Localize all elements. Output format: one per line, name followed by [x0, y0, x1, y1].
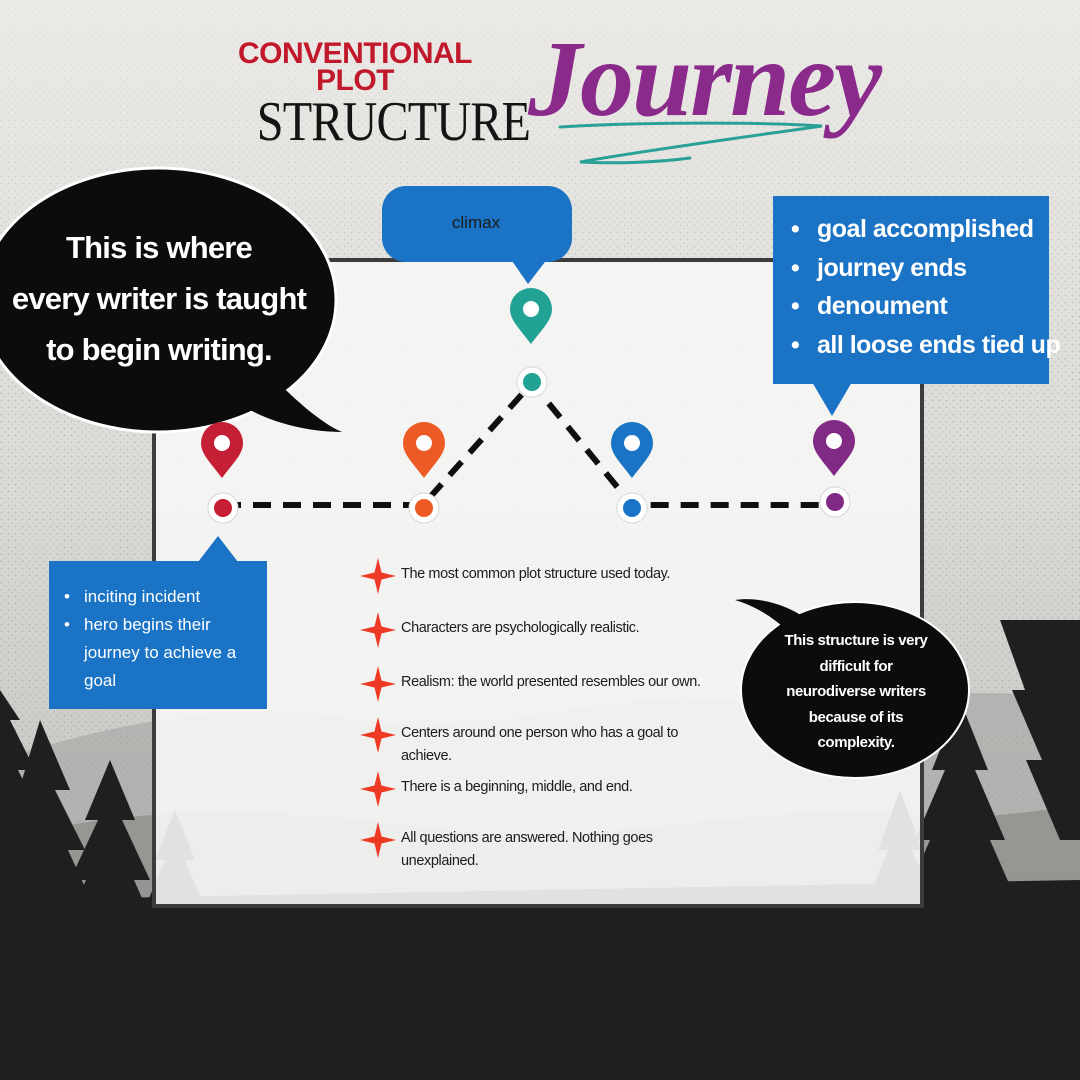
route-dot-4 — [616, 492, 648, 524]
star-icon — [360, 717, 396, 753]
route-dot-2 — [408, 492, 440, 524]
title-journey: Journey — [528, 20, 882, 139]
speech-bubble-line: every writer is taught — [11, 281, 307, 316]
speech-bubble-text: This is where every writer is taught to … — [0, 222, 318, 375]
structure-note-text: Centers around one person who has a goal… — [401, 725, 679, 764]
route-dot-3 — [516, 366, 548, 398]
route-dot-1 — [207, 492, 239, 524]
neuro-bubble-line: This structure is very — [784, 632, 928, 649]
neuro-bubble-line: neurodiverse writers — [786, 683, 926, 700]
plot-route-line — [223, 380, 835, 508]
goal-list-item: denoument — [791, 287, 1041, 326]
star-icon — [360, 666, 396, 702]
structure-note-text: There is a beginning, middle, and end. — [401, 779, 633, 795]
star-icon — [360, 822, 396, 858]
star-icon — [360, 612, 396, 648]
neuro-bubble-line: difficult for — [819, 657, 893, 675]
title-plot-word: PLOT — [316, 64, 395, 97]
neuro-bubble-line: complexity. — [817, 734, 895, 751]
structure-note-text: Realism: the world presented resembles o… — [401, 674, 701, 690]
goal-box-tail — [812, 382, 852, 416]
goal-list-item: all loose ends tied up — [791, 326, 1061, 365]
climax-bubble-shape — [382, 186, 572, 262]
structure-note-text: Characters are psychologically realistic… — [401, 620, 640, 636]
goal-list-item: goal accomplished — [791, 210, 1041, 249]
neuro-bubble-line: because of its — [808, 708, 904, 726]
speech-bubble-line: This is where — [66, 230, 253, 265]
incite-box-tail — [198, 536, 238, 562]
speech-bubble-tail — [250, 380, 342, 432]
map-pin-blue-icon — [611, 422, 653, 478]
neuro-bubble-shape — [740, 601, 970, 779]
neuro-bubble-tail — [735, 599, 808, 632]
structure-note-text: The most common plot structure used toda… — [401, 566, 671, 582]
inciting-incident-box: inciting incident hero begins their jour… — [49, 561, 267, 709]
map-pin-orange-icon — [403, 422, 445, 478]
star-icon — [360, 558, 396, 594]
structure-note-text: All questions are answered. Nothing goes… — [401, 830, 653, 869]
incite-list-item: hero begins their journey to achieve a g… — [63, 611, 257, 695]
goal-accomplished-box: goal accomplished journey ends denoument… — [773, 196, 1061, 384]
title-conventional-word: CONVENTIONAL — [238, 37, 473, 70]
incite-list-item: inciting incident — [63, 583, 257, 611]
title-conventional-plot: CONVENTIONAL PLOT — [222, 37, 488, 97]
map-pin-purple-icon — [813, 420, 855, 476]
route-dot-5 — [819, 486, 851, 518]
map-pin-teal-icon — [510, 288, 552, 344]
neurodiverse-bubble-text: This structure is very difficult for neu… — [760, 628, 952, 756]
speech-bubble-line: to begin writing. — [46, 332, 273, 367]
star-icon — [360, 771, 396, 807]
climax-label: climax — [451, 213, 501, 232]
goal-list-item: journey ends — [791, 249, 1041, 288]
speech-bubble-shape — [0, 166, 338, 434]
map-pin-red-icon — [201, 422, 243, 478]
climax-bubble-tail — [510, 258, 548, 284]
